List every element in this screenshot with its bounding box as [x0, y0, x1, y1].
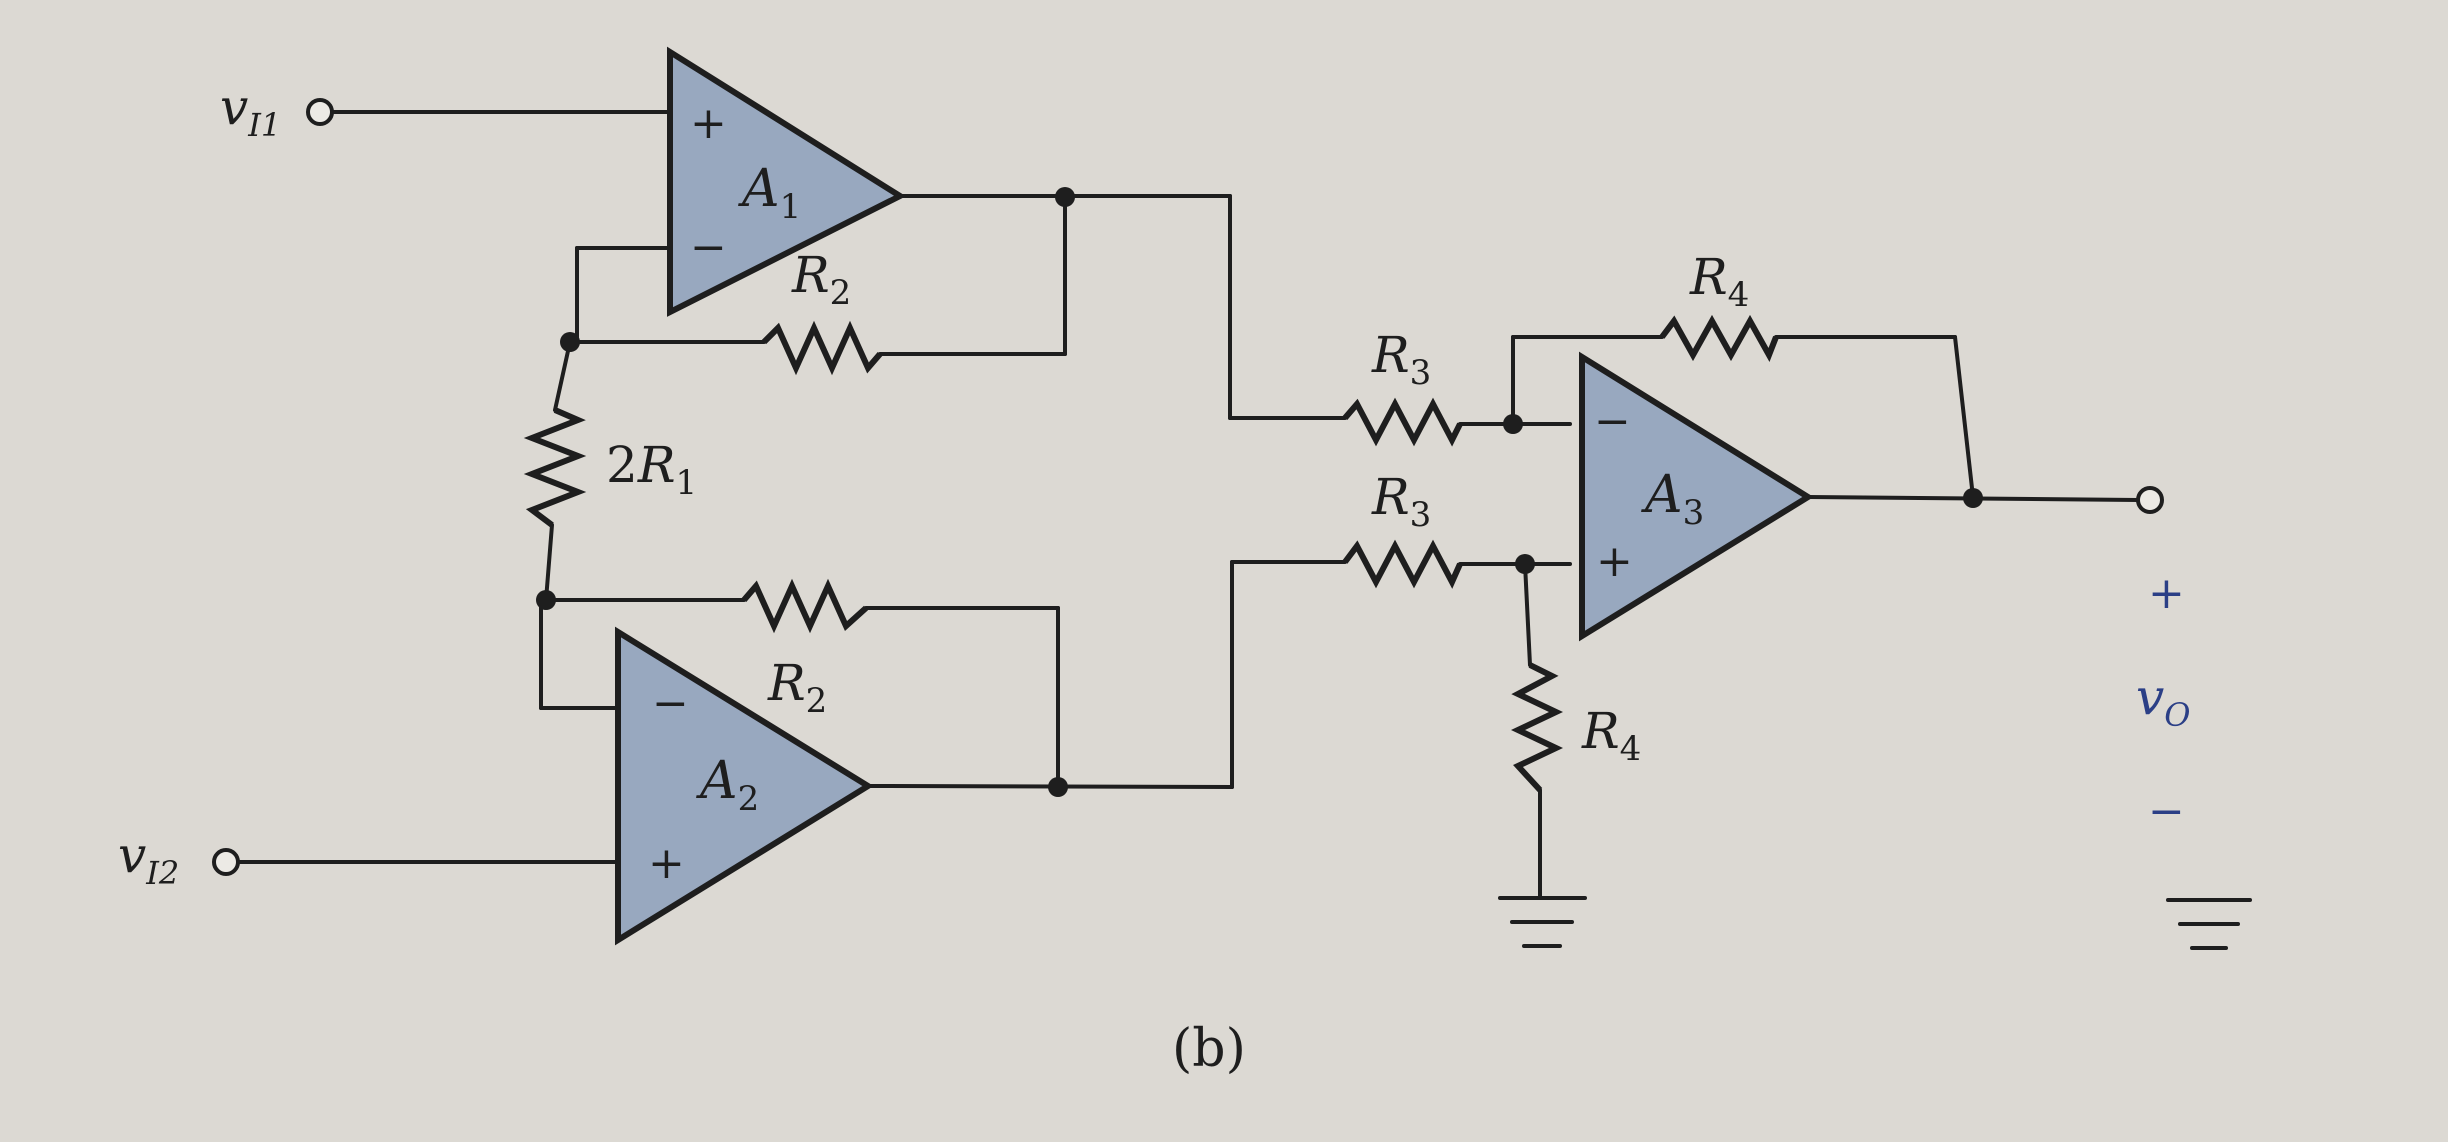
label-2r1: 2R1 [606, 436, 697, 503]
label-r2-bottom: R2 [767, 654, 827, 721]
label-vo: vO [2136, 668, 2190, 734]
junction-a3-noninverting [1515, 554, 1535, 574]
label-r3-bottom: R3 [1371, 468, 1431, 535]
a2-plus-sign: + [648, 838, 685, 889]
terminal-vo [2136, 486, 2164, 514]
terminals [212, 98, 2164, 876]
a1-plus-sign: + [690, 98, 727, 149]
resistor-r3-top [1342, 397, 1463, 447]
a1-minus-sign: − [690, 222, 727, 273]
junction-a2-inverting [536, 590, 556, 610]
label-r4-feedback: R4 [1689, 248, 1749, 315]
resistor-r2-top [761, 320, 883, 376]
wire-r4-fb-down [1953, 335, 1975, 499]
label-vo-minus: − [2148, 786, 2185, 837]
figure-caption: (b) [1172, 1019, 1246, 1079]
a3-minus-sign: − [1594, 396, 1631, 447]
wires [236, 110, 2140, 900]
a2-minus-sign: − [652, 678, 689, 729]
resistor-r3-bottom [1342, 539, 1463, 589]
wire-r4-gnd-top [1523, 562, 1532, 667]
resistor-r2-bottom [741, 578, 869, 634]
label-r4-ground: R4 [1581, 702, 1641, 769]
resistor-2r1 [523, 407, 587, 528]
resistors [523, 314, 1779, 793]
label-vi2: vI2 [118, 826, 179, 892]
label-vo-plus: + [2148, 568, 2185, 619]
opamp-a1 [667, 46, 907, 317]
ground-output [2166, 898, 2252, 950]
ground-r4 [1498, 896, 1587, 948]
resistor-r4-feedback [1659, 314, 1779, 363]
terminal-vi1 [306, 98, 334, 126]
a3-plus-sign: + [1596, 536, 1633, 587]
label-vi1: vI1 [220, 78, 281, 144]
opamp-signs: + − − + − + [648, 98, 1633, 889]
wire-2r1-top [553, 340, 572, 412]
opamp-a2 [615, 626, 874, 946]
junction-a3-output [1963, 488, 1983, 508]
junction-a1-output [1055, 187, 1075, 207]
wire-2r1-bottom [544, 523, 554, 602]
junction-a2-output [1048, 777, 1068, 797]
junction-a1-inverting [560, 332, 580, 352]
label-a1: A1 [738, 159, 801, 227]
junctions [536, 187, 1983, 797]
opamp-a3 [1579, 351, 1814, 642]
junction-a3-inverting [1503, 414, 1523, 434]
label-r3-top: R3 [1371, 326, 1431, 393]
opamps [615, 46, 1814, 946]
resistor-r4-ground [1510, 662, 1564, 793]
label-a2: A2 [696, 751, 759, 819]
terminal-vi2 [212, 848, 240, 876]
label-r2-top: R2 [791, 246, 851, 313]
label-a3: A3 [1641, 465, 1704, 533]
